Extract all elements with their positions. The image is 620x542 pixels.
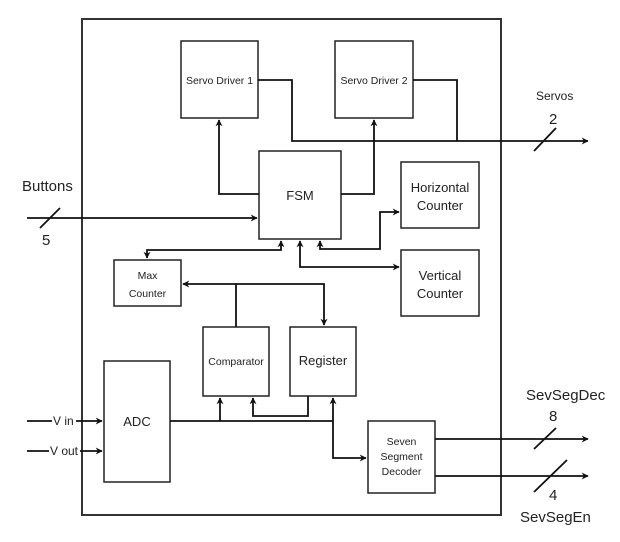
wire-register-to-comparator — [249, 396, 309, 417]
block-adc: ADC — [103, 360, 171, 483]
servo-driver-1-label: Servo Driver 1 — [186, 75, 253, 87]
block-register: Register — [289, 326, 357, 397]
buttons-width-label: 5 — [42, 232, 50, 249]
block-servo-driver-2: Servo Driver 2 — [334, 40, 414, 119]
servo-driver-2-label: Servo Driver 2 — [340, 75, 407, 87]
sevsegen-width-label: 4 — [549, 487, 557, 504]
wire-fsm-to-servo-driver-2 — [341, 119, 378, 195]
wire-servo-driver-1-to-servos — [258, 79, 589, 145]
block-seven-segment-decoder: Seven Segment Decoder — [367, 420, 436, 494]
bus-slash-buttons — [39, 207, 61, 229]
block-horizontal-counter: Horizontal Counter — [400, 161, 480, 229]
block-comparator: Comparator — [202, 326, 270, 397]
adc-label: ADC — [123, 414, 150, 429]
servos-label: Servos — [536, 89, 573, 103]
max-counter-label-line2: Counter — [129, 288, 167, 300]
comparator-label: Comparator — [208, 356, 264, 368]
bus-slash-servos — [533, 127, 557, 152]
horizontal-counter-label-line2: Counter — [417, 198, 464, 213]
wire-fsm-vertical-counter — [296, 240, 400, 271]
fsm-label: FSM — [286, 188, 313, 203]
ssd-label-line2: Segment — [380, 451, 422, 463]
bus-slash-sevsegen — [533, 459, 568, 493]
sevsegen-label: SevSegEn — [520, 509, 591, 526]
ssd-label-line1: Seven — [387, 436, 417, 448]
wire-comparator-to-max-counter — [182, 280, 237, 327]
block-fsm: FSM — [258, 150, 342, 240]
buttons-label: Buttons — [22, 178, 73, 195]
servos-width-label: 2 — [549, 111, 557, 128]
wire-comparator-to-register — [236, 283, 328, 326]
wire-fsm-max-counter — [143, 240, 285, 259]
bus-slash-sevsegdec — [533, 427, 557, 450]
system-boundary — [81, 18, 502, 516]
sevsegdec-label: SevSegDec — [526, 387, 606, 404]
wire-fsm-to-servo-driver-1 — [215, 119, 259, 195]
wire-servo-driver-2-to-servos — [413, 79, 458, 141]
register-label: Register — [299, 353, 348, 368]
block-vertical-counter: Vertical Counter — [400, 249, 480, 317]
vout-label: V out — [50, 444, 79, 458]
horizontal-counter-label-line1: Horizontal — [411, 180, 470, 195]
sevsegdec-width-label: 8 — [549, 408, 557, 425]
vertical-counter-label-line2: Counter — [417, 286, 464, 301]
block-max-counter: Max Counter — [113, 259, 182, 307]
max-counter-label-line1: Max — [138, 270, 159, 282]
vin-label: V in — [53, 414, 74, 428]
ssd-label-line3: Decoder — [382, 466, 422, 478]
block-servo-driver-1: Servo Driver 1 — [180, 40, 259, 119]
vertical-counter-label-line1: Vertical — [419, 268, 462, 283]
wire-adc-to-seven-segment-decoder — [332, 421, 367, 462]
